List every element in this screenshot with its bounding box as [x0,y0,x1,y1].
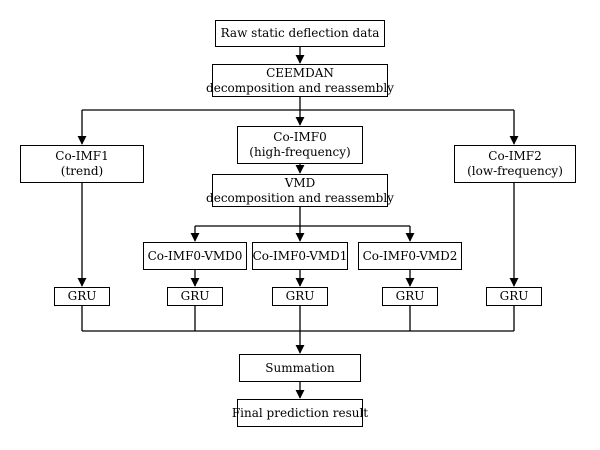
co-imf1-box: Co-IMF1 (trend) [20,145,144,183]
summation-box: Summation [239,354,361,382]
raw-data-box: Raw static deflection data [215,20,385,47]
co-imf0-title: Co-IMF0 [273,130,327,144]
vmd-title: VMD [284,175,316,190]
gru-box-vmd0: GRU [167,287,223,306]
vmd-box: VMD decomposition and reassembly [206,174,394,207]
final-result-box: Final prediction result [232,399,368,427]
co-imf1-subtitle: (trend) [60,164,104,178]
summation-label: Summation [265,360,335,375]
co-imf1-title: Co-IMF1 [55,149,109,163]
final-result-label: Final prediction result [231,405,369,420]
raw-data-label: Raw static deflection data [220,26,380,40]
gru-box-imf1: GRU [54,287,110,306]
vmd2-box: Co-IMF0-VMD2 [358,242,462,270]
vmd2-label: Co-IMF0-VMD2 [362,248,458,263]
ceemdan-title: CEEMDAN [266,65,334,80]
vmd0-box: Co-IMF0-VMD0 [143,242,247,270]
gru-label: GRU [285,289,315,303]
vmd-subtitle: decomposition and reassembly [206,190,394,205]
gru-box-vmd2: GRU [382,287,438,306]
vmd1-box: Co-IMF0-VMD1 [252,242,348,270]
co-imf2-box: Co-IMF2 (low-frequency) [454,145,576,183]
co-imf0-subtitle: (high-frequency) [249,145,351,159]
co-imf0-box: Co-IMF0 (high-frequency) [237,126,363,164]
gru-label: GRU [395,289,425,303]
co-imf2-subtitle: (low-frequency) [467,164,563,178]
gru-label: GRU [180,289,210,303]
ceemdan-subtitle: decomposition and reassembly [206,80,394,95]
ceemdan-box: CEEMDAN decomposition and reassembly [206,64,394,97]
co-imf2-title: Co-IMF2 [488,149,542,163]
vmd0-label: Co-IMF0-VMD0 [147,248,243,263]
vmd1-label: Co-IMF0-VMD1 [252,248,348,263]
gru-label: GRU [67,289,97,303]
gru-box-imf2: GRU [486,287,542,306]
gru-box-vmd1: GRU [272,287,328,306]
gru-label: GRU [499,289,529,303]
